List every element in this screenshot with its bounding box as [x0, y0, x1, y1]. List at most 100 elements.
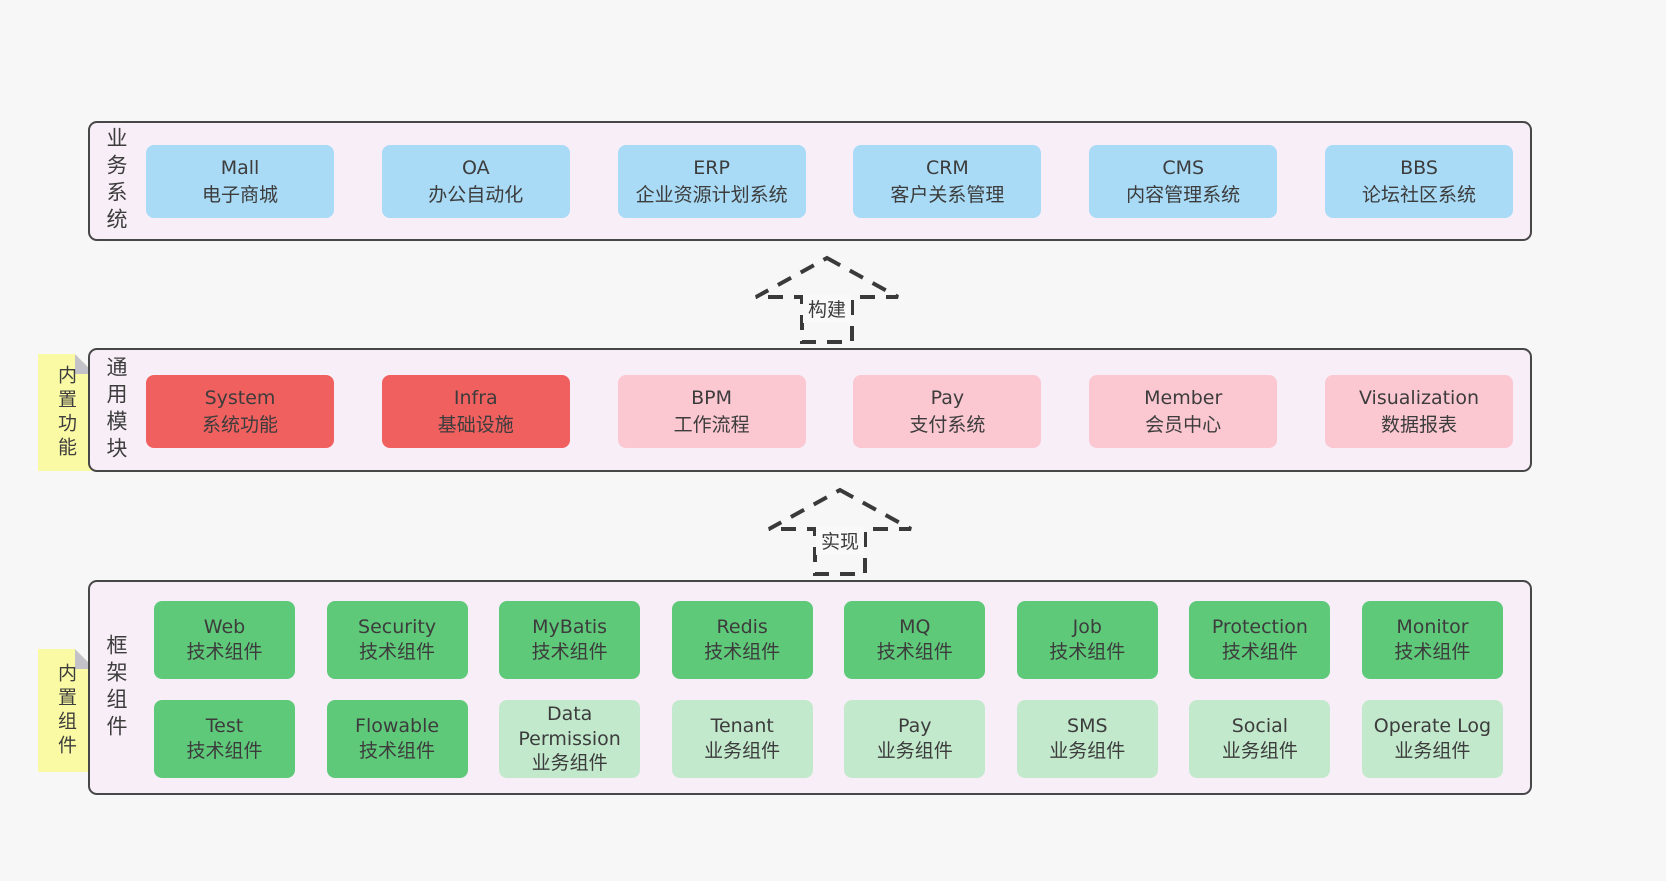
box-name: SMS	[1067, 715, 1108, 738]
box-name: Operate Log	[1373, 715, 1492, 738]
layer-label: 框架组件	[104, 633, 128, 742]
implement-arrow-icon: 实现	[765, 486, 915, 578]
component-box-data-permission: Data Permission 业务组件	[499, 700, 641, 778]
box-name: CRM	[925, 157, 969, 180]
box-name: BBS	[1400, 157, 1438, 180]
box-subtitle: 技术组件	[359, 641, 436, 663]
component-box-operate-log: Operate Log 业务组件	[1361, 700, 1503, 778]
box-name: Pay	[930, 387, 965, 410]
module-box-pay: Pay 支付系统	[853, 375, 1042, 448]
box-subtitle: 技术组件	[1394, 641, 1471, 663]
box-subtitle: 技术组件	[531, 641, 608, 663]
module-box-bpm: BPM 工作流程	[617, 375, 806, 448]
component-box-pay: Pay 业务组件	[844, 700, 986, 778]
box-subtitle: 内容管理系统	[1126, 183, 1241, 206]
box-subtitle: 基础设施	[437, 413, 514, 436]
box-name: Security	[358, 616, 437, 639]
box-name: Protection	[1211, 616, 1308, 639]
business-box-bbs: BBS 论坛社区系统	[1324, 145, 1513, 218]
box-subtitle: 论坛社区系统	[1361, 183, 1476, 206]
box-name: Test	[205, 715, 244, 738]
box-name: OA	[461, 157, 490, 180]
arrow-label: 实现	[815, 526, 865, 555]
box-subtitle: 业务组件	[1049, 740, 1126, 762]
box-name: Web	[203, 616, 246, 639]
box-subtitle: 业务组件	[531, 752, 608, 775]
box-name: Tenant	[710, 715, 774, 738]
component-box-mq: MQ 技术组件	[844, 601, 986, 679]
box-name: Flowable	[355, 715, 440, 738]
box-subtitle: 数据报表	[1380, 413, 1457, 436]
box-subtitle: 技术组件	[876, 641, 953, 663]
box-subtitle: 技术组件	[186, 740, 263, 762]
component-box-grid: Web 技术组件 Security 技术组件 MyBatis 技术组件 Redi…	[154, 601, 1503, 778]
business-box-oa: OA 办公自动化	[381, 145, 570, 218]
business-box-mall: Mall 电子商城	[146, 145, 334, 218]
box-subtitle: 技术组件	[359, 740, 436, 762]
arrow-label: 构建	[802, 294, 852, 323]
box-subtitle: 系统功能	[201, 413, 278, 436]
box-name: Infra	[453, 387, 498, 410]
box-subtitle: 技术组件	[186, 641, 263, 663]
box-name: Job	[1072, 616, 1102, 639]
sticky-note-built-in-components: 内置组件	[38, 649, 95, 772]
component-box-security: Security 技术组件	[326, 601, 468, 679]
box-subtitle: 工作流程	[673, 413, 750, 436]
module-box-row: System 系统功能 Infra 基础设施 BPM 工作流程 Pay 支付系统…	[146, 375, 1513, 448]
box-name: BPM	[691, 387, 733, 410]
sticky-note-built-in-functions: 内置功能	[38, 354, 95, 471]
component-box-mybatis: MyBatis 技术组件	[499, 601, 641, 679]
box-name: Visualization	[1358, 387, 1479, 410]
box-subtitle: 技术组件	[1049, 641, 1126, 663]
module-box-member: Member 会员中心	[1089, 375, 1278, 448]
box-subtitle: 业务组件	[1221, 740, 1298, 762]
box-subtitle: 业务组件	[876, 740, 953, 762]
component-box-flowable: Flowable 技术组件	[326, 700, 468, 778]
component-box-social: Social 业务组件	[1189, 700, 1331, 778]
layer-framework-components: 框架组件 Web 技术组件 Security 技术组件 MyBatis 技术组件…	[88, 580, 1532, 795]
box-subtitle: 支付系统	[909, 413, 986, 436]
box-name: Social	[1231, 715, 1289, 738]
box-subtitle: 技术组件	[704, 641, 781, 663]
component-box-job: Job 技术组件	[1016, 601, 1158, 679]
box-subtitle: 电子商城	[201, 183, 278, 206]
box-name: Redis	[716, 616, 768, 639]
box-subtitle: 办公自动化	[428, 183, 524, 206]
box-name: Pay	[898, 715, 932, 738]
module-box-system: System 系统功能	[146, 375, 334, 448]
business-box-erp: ERP 企业资源计划系统	[617, 145, 806, 218]
sticky-note-text: 内置组件	[55, 662, 77, 759]
box-name: Monitor	[1396, 616, 1469, 639]
box-name: CMS	[1162, 157, 1205, 180]
business-box-cms: CMS 内容管理系统	[1089, 145, 1278, 218]
box-name: Member	[1144, 387, 1223, 410]
box-subtitle: 会员中心	[1145, 413, 1222, 436]
component-box-redis: Redis 技术组件	[671, 601, 813, 679]
business-box-crm: CRM 客户关系管理	[853, 145, 1042, 218]
box-subtitle: 客户关系管理	[890, 183, 1005, 206]
layer-label: 通用模块	[104, 356, 128, 464]
component-box-protection: Protection 技术组件	[1189, 601, 1331, 679]
sticky-note-text: 内置功能	[55, 364, 77, 461]
box-name: System	[204, 387, 276, 410]
box-subtitle: 业务组件	[704, 740, 781, 762]
business-box-row: Mall 电子商城 OA 办公自动化 ERP 企业资源计划系统 CRM 客户关系…	[146, 145, 1513, 218]
component-box-web: Web 技术组件	[154, 601, 295, 679]
box-name: MyBatis	[532, 616, 608, 639]
box-name: Mall	[220, 157, 260, 180]
layer-label: 业务系统	[104, 127, 128, 235]
box-name: MQ	[899, 616, 931, 639]
box-name: ERP	[693, 157, 730, 180]
module-box-infra: Infra 基础设施	[381, 375, 570, 448]
component-box-monitor: Monitor 技术组件	[1361, 601, 1503, 679]
layer-business-systems: 业务系统 Mall 电子商城 OA 办公自动化 ERP 企业资源计划系统 CRM…	[88, 121, 1532, 241]
component-box-test: Test 技术组件	[154, 700, 295, 778]
box-subtitle: 企业资源计划系统	[635, 183, 788, 206]
component-box-tenant: Tenant 业务组件	[671, 700, 813, 778]
box-subtitle: 业务组件	[1394, 740, 1471, 762]
box-subtitle: 技术组件	[1221, 641, 1298, 663]
box-name: Data Permission	[518, 702, 621, 750]
component-box-sms: SMS 业务组件	[1016, 700, 1158, 778]
build-arrow-icon: 构建	[752, 254, 902, 346]
